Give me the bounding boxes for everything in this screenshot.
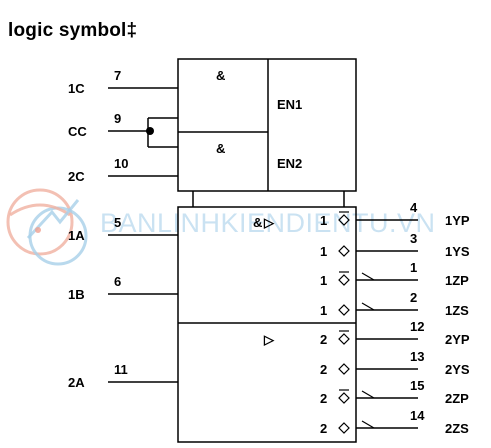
input-name: 2A (68, 375, 85, 390)
output-diamond-icon (338, 422, 350, 434)
input-1b: 1B 6 (68, 274, 178, 302)
enable-2-label: EN2 (277, 156, 302, 171)
input-pin-number: 6 (114, 274, 121, 289)
output-name: 1ZP (445, 273, 469, 288)
output-pin-number: 1 (410, 260, 417, 275)
input-pin-number: 5 (114, 215, 121, 230)
output-number: 2 (320, 362, 327, 377)
block-connectors (192, 191, 345, 207)
input-1c: 1C 7 (68, 68, 178, 96)
output-pin-number: 15 (410, 378, 424, 393)
output-negation-mark (361, 272, 375, 281)
output-name: 2ZP (445, 391, 469, 406)
output-1yp: 1 4 1YP (320, 200, 470, 228)
output-diamond-icon (338, 304, 350, 316)
input-pin-number: 11 (114, 362, 128, 377)
input-name: 1B (68, 287, 85, 302)
output-name: 1YP (445, 213, 470, 228)
output-diamond-icon (338, 392, 350, 404)
output-negation-mark (361, 420, 375, 429)
output-negation-mark (361, 390, 375, 399)
output-1ys: 1 3 1YS (320, 231, 470, 259)
output-pin-number: 4 (410, 200, 418, 215)
output-name: 2YP (445, 332, 470, 347)
output-pin-number: 12 (410, 319, 424, 334)
input-name: 1C (68, 81, 85, 96)
input-name: 1A (68, 228, 85, 243)
input-2c: 2C 10 (68, 156, 178, 184)
output-name: 2YS (445, 362, 470, 377)
output-number: 1 (320, 213, 327, 228)
output-pin-number: 2 (410, 290, 417, 305)
input-2a: 2A 11 (68, 362, 178, 390)
output-diamond-icon (338, 214, 350, 226)
output-number: 2 (320, 332, 327, 347)
output-pin-number: 3 (410, 231, 417, 246)
output-negation-mark (361, 302, 375, 311)
input-cc: CC 9 (68, 111, 150, 139)
watermark-text: BANLINHKIENDIENTU.VN (100, 208, 436, 238)
diagram-title: logic symbol‡ (8, 20, 138, 41)
output-number: 2 (320, 391, 327, 406)
output-number: 1 (320, 244, 327, 259)
data-and-symbol: & (253, 215, 262, 230)
input-pin-number: 9 (114, 111, 121, 126)
output-2ys: 2 13 2YS (320, 349, 470, 377)
output-name: 1ZS (445, 303, 469, 318)
buffer-symbol-2: ▷ (263, 332, 275, 347)
output-number: 2 (320, 421, 327, 436)
input-name: 2C (68, 169, 85, 184)
output-diamond-icon (338, 333, 350, 345)
watermark-logo-icon (6, 188, 88, 266)
output-2zs: 2 14 2ZS (320, 408, 469, 436)
control-and-2: & (216, 141, 225, 156)
output-name: 2ZS (445, 421, 469, 436)
output-2yp: 2 12 2YP (320, 319, 470, 347)
output-diamond-icon (338, 274, 350, 286)
input-1a: 1A 5 (68, 215, 178, 243)
output-1zp: 1 1 1ZP (320, 260, 469, 288)
output-diamond-icon (338, 245, 350, 257)
input-pin-number: 10 (114, 156, 128, 171)
output-1zs: 1 2 1ZS (320, 290, 469, 318)
output-pin-number: 13 (410, 349, 424, 364)
output-diamond-icon (338, 363, 350, 375)
output-number: 1 (320, 303, 327, 318)
input-pin-number: 7 (114, 68, 121, 83)
output-2zp: 2 15 2ZP (320, 378, 469, 406)
output-number: 1 (320, 273, 327, 288)
control-and-1: & (216, 68, 225, 83)
enable-1-label: EN1 (277, 97, 302, 112)
input-name: CC (68, 124, 87, 139)
output-pin-number: 14 (410, 408, 425, 423)
data-block: & ▷ ▷ (177, 206, 357, 443)
cc-wiring (146, 117, 178, 148)
output-name: 1YS (445, 244, 470, 259)
buffer-symbol-1: ▷ (263, 215, 275, 230)
control-block: & & EN1 EN2 (177, 58, 357, 192)
